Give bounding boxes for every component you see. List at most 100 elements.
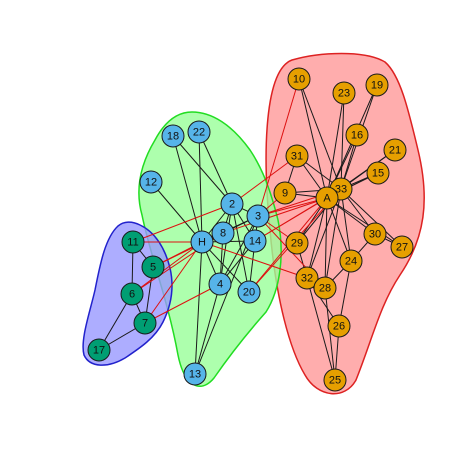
node-label-26: 26 [333, 321, 345, 333]
edge-28-25 [324, 287, 336, 381]
edge-32-25 [306, 277, 336, 381]
node-label-23: 23 [338, 88, 350, 100]
edge-7-4 [144, 283, 221, 324]
node-label-13: 13 [189, 369, 201, 381]
node-circle-16 [345, 123, 369, 147]
node-circle-28 [313, 276, 337, 300]
edge-H-12 [150, 181, 203, 243]
node-circle-9 [273, 181, 297, 205]
node-circle-H [190, 230, 214, 254]
node-H: H [190, 230, 214, 254]
edge-2-18 [172, 135, 233, 205]
node-circle-10 [287, 67, 311, 91]
node-circle-24 [339, 249, 363, 273]
node-circle-8 [211, 221, 235, 245]
node-circle-A [315, 186, 339, 210]
node-label-20: 20 [243, 287, 255, 299]
node-circle-26 [327, 314, 351, 338]
edge-33-27 [340, 188, 403, 248]
edge-3-10 [257, 78, 300, 217]
node-16: 16 [345, 123, 369, 147]
node-label-29: 29 [291, 238, 303, 250]
node-circle-23 [332, 81, 356, 105]
node-13: 13 [183, 362, 207, 386]
node-label-5: 5 [150, 262, 156, 274]
node-label-17: 17 [93, 345, 105, 357]
edge-7-H [144, 241, 203, 324]
node-label-10: 10 [293, 74, 305, 86]
edge-33-24 [340, 188, 352, 262]
edge-33-10 [298, 78, 342, 190]
node-label-14: 14 [249, 236, 261, 248]
node-24: 24 [339, 249, 363, 273]
edge-6-H [131, 241, 203, 295]
node-label-6: 6 [129, 289, 135, 301]
edge-A-10 [298, 78, 328, 199]
node-label-21: 21 [389, 145, 401, 157]
edge-H-22 [198, 131, 203, 243]
node-circle-17 [87, 338, 111, 362]
node-31: 31 [285, 144, 309, 168]
node-9: 9 [273, 181, 297, 205]
node-label-12: 12 [145, 177, 157, 189]
node-circle-31 [285, 144, 309, 168]
node-label-32: 32 [301, 273, 313, 285]
node-25: 25 [323, 368, 347, 392]
node-label-7: 7 [142, 318, 148, 330]
node-2: 2 [220, 192, 244, 216]
node-12: 12 [139, 170, 163, 194]
edge-11-2 [132, 203, 233, 243]
node-label-25: 25 [329, 375, 341, 387]
node-20: 20 [237, 280, 261, 304]
edge-A-28 [324, 197, 328, 289]
node-4: 4 [208, 272, 232, 296]
node-label-18: 18 [167, 131, 179, 143]
node-circle-11 [121, 230, 145, 254]
node-circle-4 [208, 272, 232, 296]
edge-33-23 [340, 92, 345, 190]
node-5: 5 [141, 255, 165, 279]
edge-A-27 [326, 197, 403, 248]
node-18: 18 [161, 124, 185, 148]
node-32: 32 [295, 266, 319, 290]
node-circle-21 [383, 138, 407, 162]
edge-H-18 [172, 135, 203, 243]
edge-33-28 [324, 188, 342, 289]
node-label-3: 3 [255, 211, 261, 223]
node-21: 21 [383, 138, 407, 162]
node-label-24: 24 [345, 256, 357, 268]
node-23: 23 [332, 81, 356, 105]
node-label-2: 2 [229, 199, 235, 211]
node-circle-30 [363, 222, 387, 246]
node-label-28: 28 [319, 283, 331, 295]
node-26: 26 [327, 314, 351, 338]
node-label-33: 33 [335, 184, 347, 196]
edge-H-32 [201, 241, 308, 279]
edge-3-4 [219, 215, 259, 285]
node-label-8: 8 [220, 228, 226, 240]
node-circle-27 [390, 235, 414, 259]
node-30: 30 [363, 222, 387, 246]
node-22: 22 [187, 120, 211, 144]
node-circle-15 [366, 161, 390, 185]
edge-2-31 [231, 155, 298, 205]
edge-8-A [222, 197, 328, 234]
node-circle-5 [141, 255, 165, 279]
node-label-16: 16 [351, 130, 363, 142]
node-circle-32 [295, 266, 319, 290]
node-6: 6 [120, 282, 144, 306]
node-27: 27 [390, 235, 414, 259]
edge-2-22 [198, 131, 233, 205]
node-label-4: 4 [217, 279, 223, 291]
node-label-31: 31 [291, 151, 303, 163]
node-circle-18 [161, 124, 185, 148]
node-label-27: 27 [396, 242, 408, 254]
node-8: 8 [211, 221, 235, 245]
node-label-H: H [198, 237, 206, 249]
node-circle-25 [323, 368, 347, 392]
node-28: 28 [313, 276, 337, 300]
node-circle-19 [365, 73, 389, 97]
node-label-30: 30 [369, 229, 381, 241]
node-29: 29 [285, 231, 309, 255]
node-11: 11 [121, 230, 145, 254]
